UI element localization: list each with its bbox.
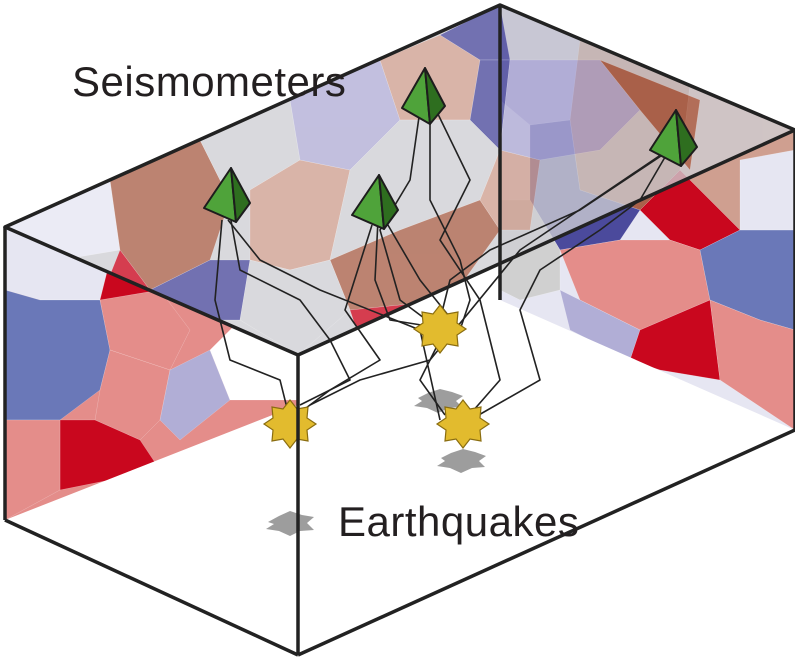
epicenter-shadow-1 bbox=[266, 511, 314, 536]
ray-paths bbox=[214, 109, 676, 421]
earthquake-star-2 bbox=[262, 399, 318, 449]
seismometer-2 bbox=[351, 174, 399, 230]
earthquake-star-1 bbox=[412, 304, 468, 354]
seismometer-1 bbox=[203, 167, 251, 223]
epicenter-shadow-3 bbox=[437, 449, 486, 473]
earthquakes-label: Earthquakes bbox=[338, 498, 579, 545]
seismometers bbox=[203, 67, 698, 230]
seismometer-4 bbox=[649, 109, 698, 167]
seismometer-3 bbox=[401, 67, 446, 125]
epicenter-shadows bbox=[266, 389, 486, 536]
epicenter-shadow-2 bbox=[414, 389, 463, 413]
earthquake-star-3 bbox=[435, 399, 491, 449]
earthquakes bbox=[262, 304, 491, 449]
seismometers-label: Seismometers bbox=[72, 58, 346, 105]
box-outline bbox=[3, 3, 795, 657]
